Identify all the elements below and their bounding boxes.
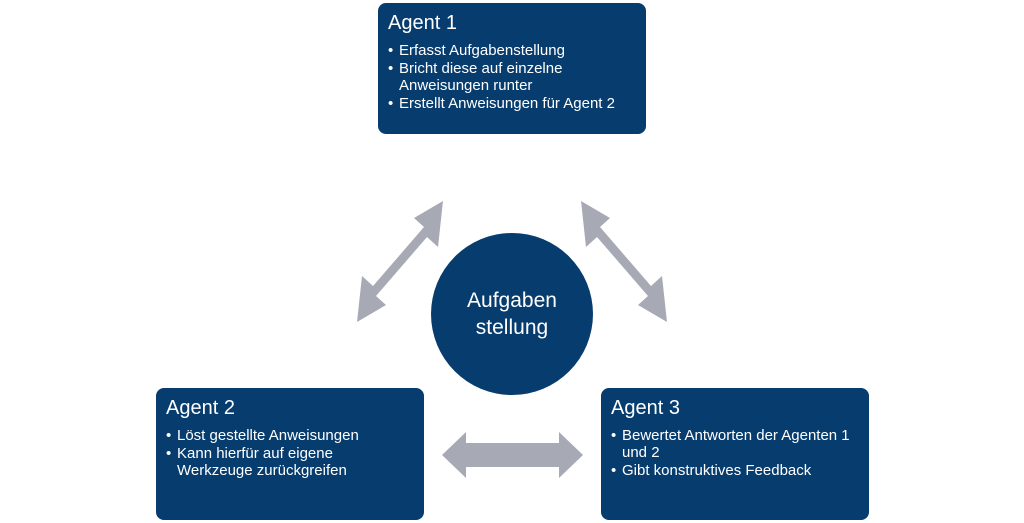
agent-2-bullets: •Löst gestellte Anweisungen •Kann hierfü…: [166, 427, 412, 479]
agent-1-bullets: •Erfasst Aufgabenstellung •Bricht diese …: [388, 42, 634, 112]
agent-1-bullet: •Erfasst Aufgabenstellung: [388, 42, 565, 59]
agent-2-bullet: •Löst gestellte Anweisungen: [166, 427, 359, 444]
agent-1-bullet: •Erstellt Anweisungen für Agent 2: [388, 95, 615, 112]
arrow-agent1-agent3: [581, 201, 667, 322]
task-label: Aufgaben stellung: [467, 289, 557, 339]
agent-2-bullet: •Kann hierfür auf eigene Werkzeuge zurüc…: [166, 445, 347, 479]
agent-3-bullet: •Bewertet Antworten der Agenten 1 und 2: [611, 427, 850, 461]
agent-1-box: Agent 1 •Erfasst Aufgabenstellung •Brich…: [378, 3, 646, 134]
agent-2-box: Agent 2 •Löst gestellte Anweisungen •Kan…: [156, 388, 424, 520]
agent-3-box: Agent 3 •Bewertet Antworten der Agenten …: [601, 388, 869, 520]
agent-3-bullet: •Gibt konstruktives Feedback: [611, 462, 812, 479]
arrow-agent1-agent2: [357, 201, 443, 322]
agent-2-title: Agent 2: [166, 397, 235, 419]
agent-3-title: Agent 3: [611, 397, 680, 419]
agent-3-bullets: •Bewertet Antworten der Agenten 1 und 2 …: [611, 427, 857, 479]
task-circle: Aufgaben stellung: [431, 233, 593, 395]
arrow-agent2-agent3: [442, 432, 583, 478]
agent-1-bullet: •Bricht diese auf einzelne Anweisungen r…: [388, 60, 563, 94]
agent-1-title: Agent 1: [388, 12, 457, 34]
